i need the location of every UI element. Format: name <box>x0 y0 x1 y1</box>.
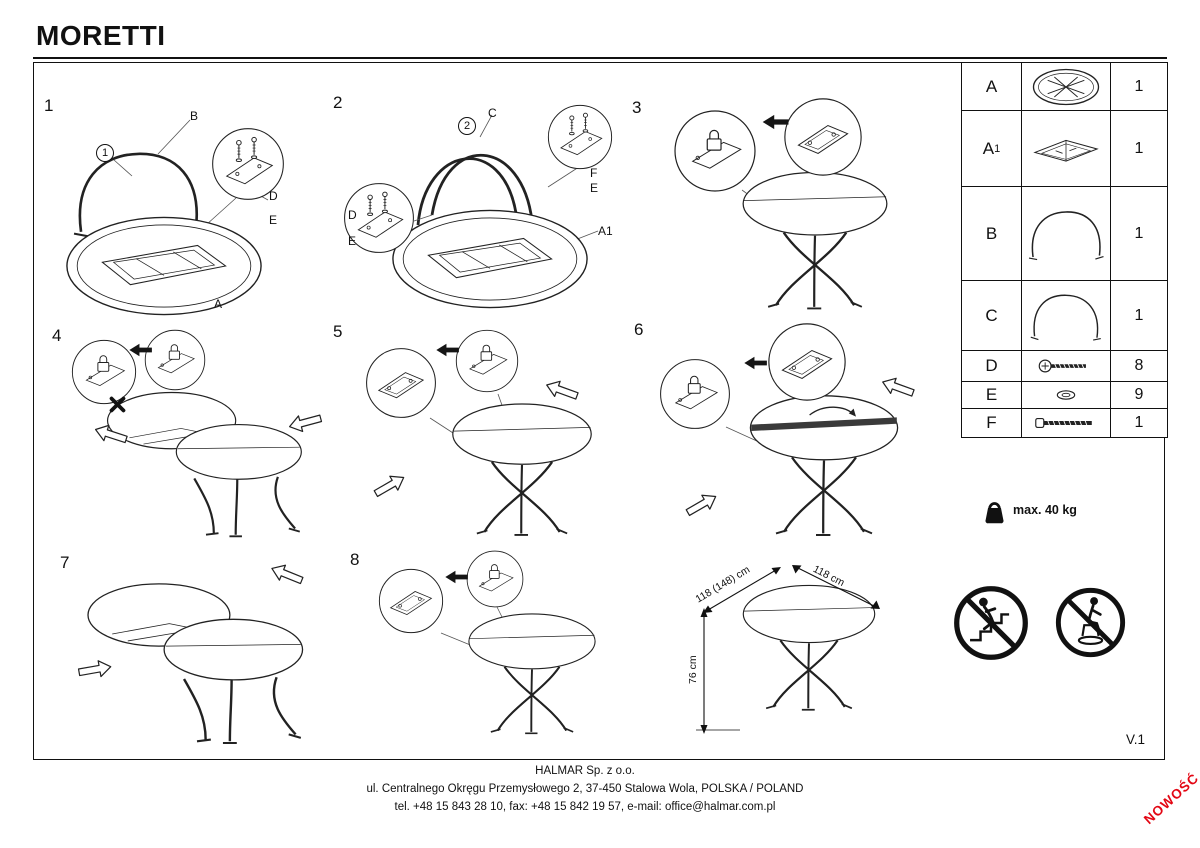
part-d-icon <box>1022 351 1111 382</box>
product-title: MORETTI <box>36 20 166 51</box>
step-3-number: 3 <box>632 98 642 117</box>
part-id: D <box>962 351 1022 382</box>
parts-row-f: F 1 <box>962 409 1167 437</box>
part-a1-icon <box>1022 111 1111 187</box>
part-id: A <box>962 63 1022 111</box>
footer-contact: tel. +48 15 843 28 10, fax: +48 15 842 1… <box>394 800 776 813</box>
part-qty: 1 <box>1111 111 1167 187</box>
footer-company: HALMAR Sp. z o.o. <box>535 765 635 777</box>
part-qty: 1 <box>1134 414 1144 431</box>
weight-icon <box>985 502 1004 524</box>
part-id: F <box>962 409 1022 437</box>
label-part-f: F <box>590 166 598 180</box>
parts-row-a: A 1 <box>962 63 1167 111</box>
no-climbing-icon <box>954 586 1028 660</box>
step-2: 2 2 C D E F E A1 <box>330 85 635 325</box>
parts-row-e: E 9 <box>962 382 1167 409</box>
step-3-drawing <box>674 98 889 310</box>
step-5: 5 <box>330 318 632 550</box>
part-f-icon <box>1022 409 1111 437</box>
dimension-drawing: 118 (148) cm 118 cm 76 cm <box>678 552 913 747</box>
label-part-e: E <box>269 213 278 227</box>
part-a-icon <box>1022 63 1111 111</box>
step-7-number: 7 <box>60 553 70 572</box>
part-id: C <box>962 281 1022 351</box>
part-qty: 1 <box>1111 281 1167 351</box>
step-4-drawing <box>71 329 324 538</box>
max-weight-label: max. 40 kg <box>1013 503 1077 517</box>
step-5-drawing <box>366 329 593 537</box>
part-e-icon <box>1022 382 1111 409</box>
step-8-number: 8 <box>350 550 360 569</box>
step-1-number: 1 <box>44 96 54 115</box>
step-4: 4 <box>45 322 330 550</box>
part-qty: 1 <box>1111 187 1167 281</box>
step-6: 6 <box>630 315 945 553</box>
dimension-height-label: 76 cm <box>687 655 699 684</box>
part-c-icon <box>1022 281 1111 351</box>
no-standing-icon <box>1055 587 1126 658</box>
parts-row-c: C 1 <box>962 281 1167 351</box>
step-8-drawing <box>378 550 597 735</box>
max-weight-note: max. 40 kg <box>984 498 1077 526</box>
version-label: V.1 <box>1126 732 1146 747</box>
step-2-drawing <box>344 104 613 309</box>
height-dimension-arrow <box>696 608 740 734</box>
step-8: 8 <box>345 545 637 750</box>
step-6-drawing <box>660 323 917 537</box>
step-6-number: 6 <box>634 320 644 339</box>
parts-row-b: B 1 <box>962 187 1167 281</box>
part-b-icon <box>1022 187 1111 281</box>
part-qty: 1 <box>1111 63 1167 111</box>
parts-row-d: D 8 <box>962 351 1167 382</box>
footer: HALMAR Sp. z o.o. ul. Centralnego Okręgu… <box>0 763 1170 816</box>
label-part-a: A <box>214 297 223 311</box>
part-id: E <box>962 382 1022 409</box>
label-part-d: D <box>348 208 357 222</box>
label-circle-2: 2 <box>458 117 476 135</box>
label-part-e2: E <box>590 181 599 195</box>
label-part-e: E <box>348 234 357 248</box>
label-part-d: D <box>269 189 278 203</box>
step-3: 3 <box>630 88 942 328</box>
label-part-c: C <box>488 106 497 120</box>
depth-dimension-arrow <box>703 567 781 613</box>
width-dimension-arrow <box>792 565 880 609</box>
step-2-number: 2 <box>333 93 343 112</box>
title-rule <box>33 57 1167 59</box>
step-7-drawing <box>77 560 306 745</box>
label-circle-1: 1 <box>96 144 114 162</box>
step-5-number: 5 <box>333 322 343 341</box>
part-qty: 9 <box>1111 382 1167 409</box>
label-part-a1: A1 <box>598 224 613 238</box>
dimension-table-drawing <box>696 565 880 734</box>
step-1-drawing <box>66 119 284 316</box>
step-7: 7 <box>55 548 340 760</box>
step-4-number: 4 <box>52 326 62 345</box>
part-id: B <box>962 187 1022 281</box>
label-part-b: B <box>190 109 199 123</box>
part-qty: 8 <box>1111 351 1167 382</box>
footer-address: ul. Centralnego Okręgu Przemysłowego 2, … <box>366 782 804 795</box>
step-1: 1 B 1 D E A <box>40 88 325 328</box>
